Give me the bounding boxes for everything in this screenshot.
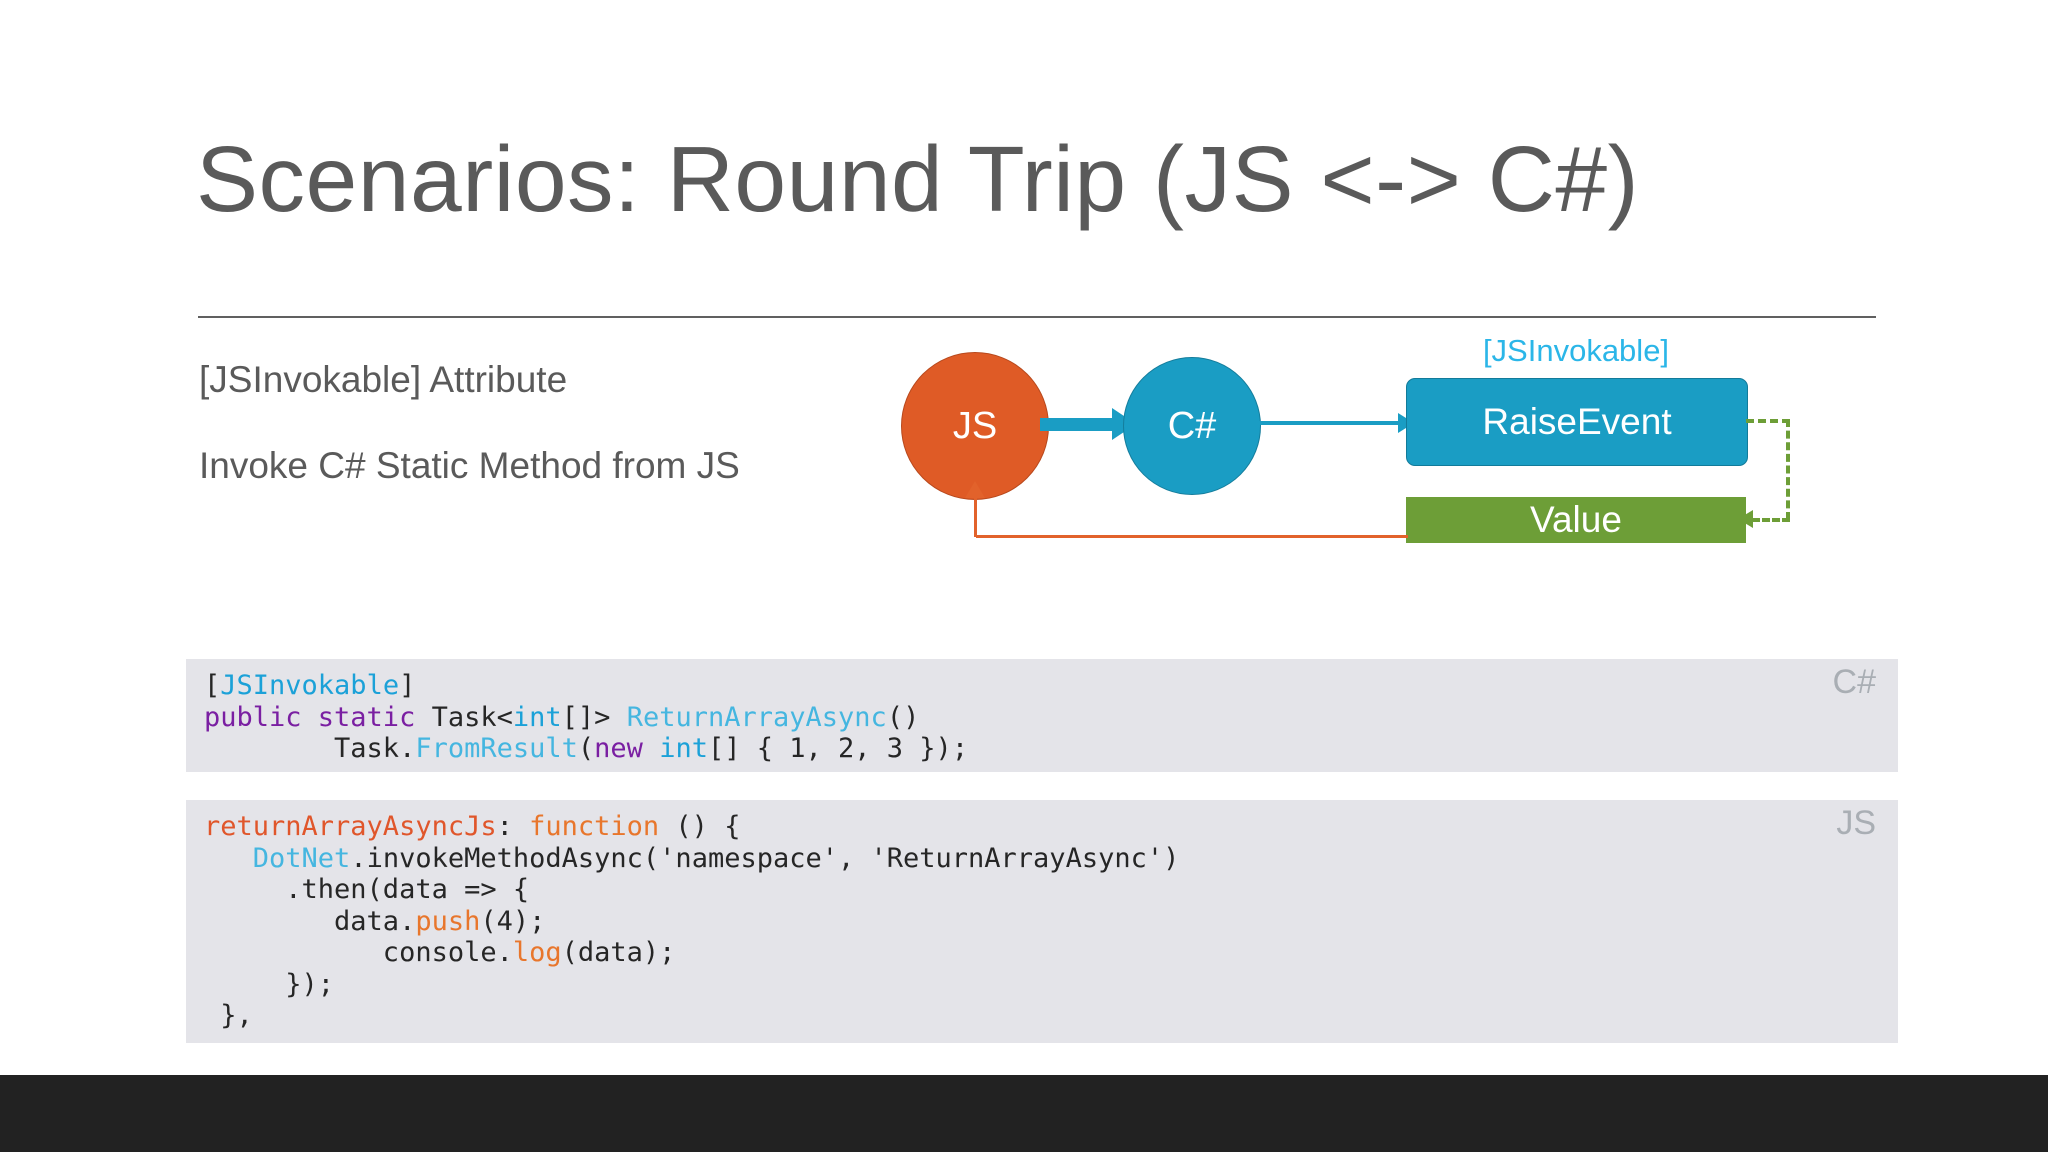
jsinvokable-annotation-label: [JSInvokable] <box>1482 333 1670 368</box>
dashed-connector-bottom-segment <box>1752 518 1790 522</box>
arrow-js-to-csharp-line <box>1040 418 1116 431</box>
return-path-arrow-head-icon <box>965 481 985 498</box>
diagram-node-csharp-label: C# <box>1167 404 1217 447</box>
title-divider <box>198 316 1876 318</box>
code-block-javascript: returnArrayAsyncJs: function () { DotNet… <box>186 800 1898 1043</box>
diagram-node-js-label: JS <box>952 404 998 447</box>
bullet-list: [JSInvokable] Attribute Invoke C# Static… <box>199 358 839 530</box>
dashed-connector-arrow-head-icon <box>1738 510 1753 528</box>
return-path-horizontal-segment <box>976 535 1408 538</box>
code-block-javascript-language-tag: JS <box>1836 804 1876 842</box>
diagram-box-raiseevent: RaiseEvent <box>1406 378 1748 466</box>
round-trip-diagram: [JSInvokable] JS C# RaiseEvent Value <box>880 325 1900 555</box>
diagram-box-value-label: Value <box>1530 499 1622 540</box>
slide-footer-bar <box>0 1075 2048 1152</box>
diagram-box-value: Value <box>1406 497 1746 543</box>
page-title: Scenarios: Round Trip (JS <-> C#) <box>196 127 1640 231</box>
return-path-vertical-segment <box>974 497 977 537</box>
diagram-node-js: JS <box>901 352 1049 500</box>
dashed-connector-vertical-segment <box>1786 419 1790 520</box>
bullet-item-1: [JSInvokable] Attribute <box>199 359 568 400</box>
code-block-csharp-language-tag: C# <box>1832 663 1876 701</box>
code-block-csharp-content: [JSInvokable] public static Task<int[]> … <box>204 670 969 764</box>
diagram-node-csharp: C# <box>1123 357 1261 495</box>
code-block-csharp: [JSInvokable] public static Task<int[]> … <box>186 659 1898 772</box>
dashed-connector-top-segment <box>1746 419 1790 423</box>
arrow-csharp-to-raiseevent-line <box>1252 421 1404 425</box>
code-block-javascript-content: returnArrayAsyncJs: function () { DotNet… <box>204 811 1180 1031</box>
diagram-box-raiseevent-label: RaiseEvent <box>1482 401 1672 442</box>
bullet-item-2: Invoke C# Static Method from JS <box>199 445 740 486</box>
